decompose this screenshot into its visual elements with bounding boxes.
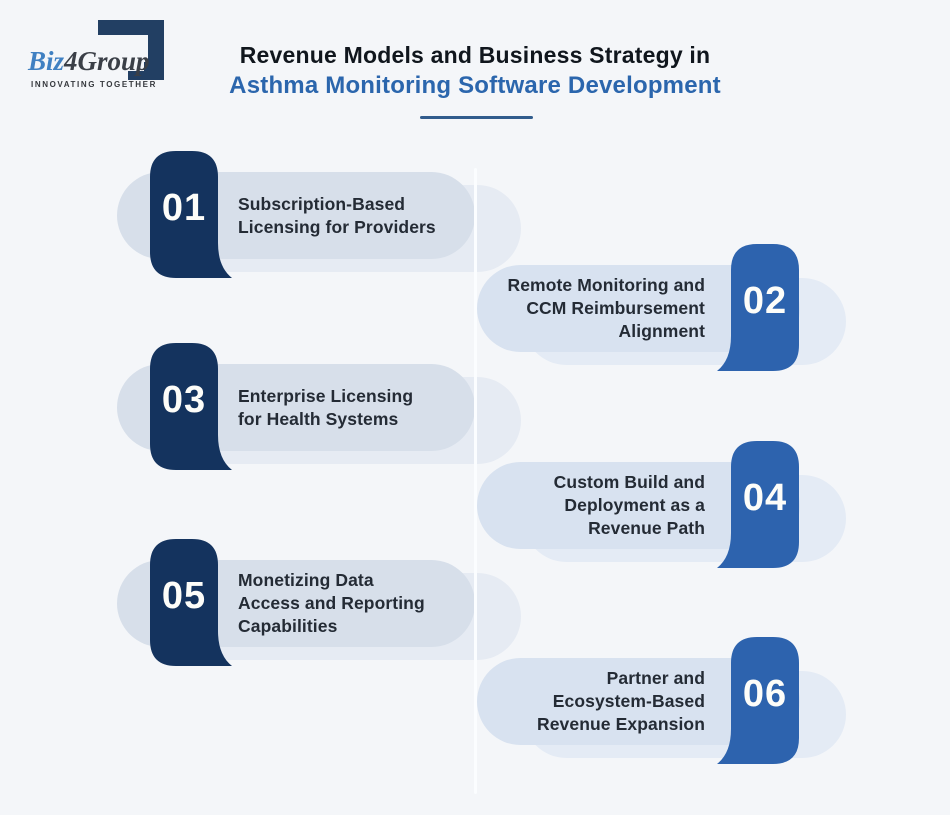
step-item-05: Monetizing Data Access and Reporting Cap… bbox=[117, 539, 521, 679]
step-number: 02 bbox=[742, 280, 788, 322]
title-underline bbox=[420, 116, 533, 119]
step-label: Monetizing Data Access and Reporting Cap… bbox=[238, 570, 425, 636]
step-label: Partner and Ecosystem-Based Revenue Expa… bbox=[536, 668, 705, 734]
step-number: 04 bbox=[742, 477, 788, 519]
step-item-02: Remote Monitoring and CCM Reimbursement … bbox=[477, 244, 846, 384]
step-label: Remote Monitoring and CCM Reimbursement … bbox=[507, 275, 705, 341]
step-item-04: Custom Build and Deployment as a Revenue… bbox=[477, 441, 846, 581]
step-number: 05 bbox=[161, 575, 207, 617]
brand-name-suffix: 4Group bbox=[64, 46, 150, 76]
logo-bracket-notch bbox=[128, 62, 144, 71]
step-number: 03 bbox=[161, 379, 207, 421]
page-title-line1: Revenue Models and Business Strategy in bbox=[239, 42, 711, 68]
brand-name: Biz4Group bbox=[28, 46, 178, 77]
number-badge bbox=[717, 637, 799, 764]
number-badge bbox=[717, 441, 799, 568]
step-item-03: Enterprise Licensing for Health Systems … bbox=[117, 343, 521, 483]
step-number: 06 bbox=[742, 673, 788, 715]
step-label: Subscription-Based Licensing for Provide… bbox=[238, 193, 436, 237]
step-label: Enterprise Licensing for Health Systems bbox=[238, 385, 414, 429]
center-spine-line bbox=[474, 168, 477, 794]
step-item-01: Subscription-Based Licensing for Provide… bbox=[117, 151, 521, 291]
brand-logo: Biz4Group INNOVATING TOGETHER bbox=[26, 18, 186, 92]
logo-bracket-top-bar bbox=[98, 20, 164, 35]
step-number: 01 bbox=[161, 187, 207, 229]
brand-tagline: INNOVATING TOGETHER bbox=[31, 80, 157, 89]
number-badge bbox=[717, 244, 799, 371]
logo-bracket-icon bbox=[26, 18, 186, 92]
number-badge bbox=[150, 539, 232, 666]
number-badge bbox=[150, 151, 232, 278]
page-title-line2: Asthma Monitoring Software Development bbox=[229, 72, 721, 99]
step-item-06: Partner and Ecosystem-Based Revenue Expa… bbox=[477, 637, 846, 777]
number-badge bbox=[150, 343, 232, 470]
brand-name-prefix: Biz bbox=[28, 46, 65, 76]
step-label: Custom Build and Deployment as a Revenue… bbox=[553, 472, 705, 538]
